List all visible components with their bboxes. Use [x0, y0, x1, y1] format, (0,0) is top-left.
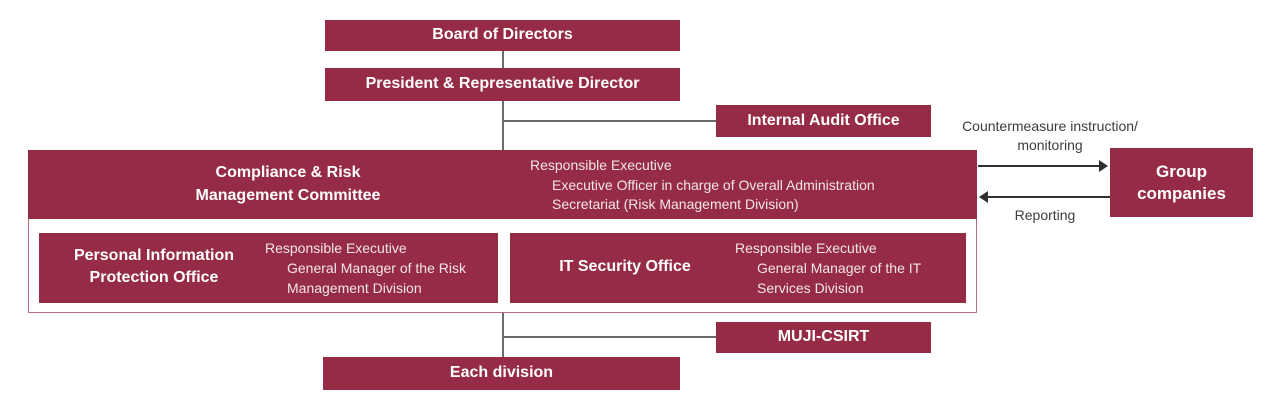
committee-exec-line3: Secretariat (Risk Management Division): [552, 196, 799, 212]
itso-exec-text: Responsible Executive General Manager of…: [735, 238, 921, 298]
personal-info-protection-office-title: Personal Information Protection Office: [54, 245, 254, 289]
pipo-exec-line1: Responsible Executive: [265, 240, 407, 256]
board-of-directors-box: Board of Directors: [325, 20, 680, 51]
itso-exec-line1: Responsible Executive: [735, 240, 877, 256]
arrow-to-group-companies-head: [1099, 160, 1108, 172]
arrow-from-group-companies-head: [979, 191, 988, 203]
itso-exec-line3: Services Division: [757, 280, 864, 296]
connector-committee-each-division: [502, 313, 504, 357]
group-companies-line2: companies: [1137, 183, 1226, 203]
committee-exec-line2: Executive Officer in charge of Overall A…: [552, 176, 875, 193]
each-division-label: Each division: [449, 364, 554, 382]
committee-title-line1: Compliance & Risk: [215, 164, 361, 181]
president-label: President & Representative Director: [365, 75, 640, 93]
countermeasure-label-line1: Countermeasure instruction/: [962, 118, 1138, 134]
muji-csirt-label: MUJI-CSIRT: [777, 328, 870, 346]
arrow-from-group-companies: [988, 196, 1110, 198]
internal-audit-office-label: Internal Audit Office: [747, 111, 900, 129]
pipo-title-line2: Protection Office: [89, 269, 219, 286]
internal-audit-office-box: Internal Audit Office: [716, 105, 931, 137]
president-box: President & Representative Director: [325, 68, 680, 101]
pipo-exec-text: Responsible Executive General Manager of…: [265, 238, 466, 298]
committee-exec-text: Responsible Executive Executive Officer …: [530, 156, 875, 215]
connector-to-muji-csirt: [503, 336, 716, 338]
countermeasure-label-line2: monitoring: [1017, 137, 1083, 153]
muji-csirt-box: MUJI-CSIRT: [716, 322, 931, 353]
reporting-label: Reporting: [1014, 207, 1076, 223]
connector-to-internal-audit: [503, 120, 716, 122]
personal-info-protection-office-box: Personal Information Protection Office R…: [39, 233, 498, 303]
committee-title: Compliance & Risk Management Committee: [48, 161, 528, 207]
itso-exec-line2: General Manager of the IT: [757, 260, 922, 276]
it-security-office-title: IT Security Office: [559, 258, 691, 275]
group-companies-line1: Group: [1156, 161, 1207, 181]
arrow-to-group-companies: [978, 165, 1100, 167]
committee-title-line2: Management Committee: [195, 187, 381, 204]
group-companies-box: Group companies: [1110, 148, 1253, 217]
pipo-exec-line2: General Manager of the Risk: [287, 260, 466, 276]
board-of-directors-label: Board of Directors: [432, 26, 573, 44]
connector-board-president: [502, 51, 504, 68]
pipo-title-line1: Personal Information: [73, 247, 235, 264]
committee-header: Compliance & Risk Management Committee R…: [28, 150, 977, 219]
committee-exec-line1: Responsible Executive: [530, 157, 672, 173]
each-division-box: Each division: [323, 357, 680, 390]
pipo-exec-line3: Management Division: [287, 280, 422, 296]
committee-container: Compliance & Risk Management Committee R…: [28, 150, 977, 313]
countermeasure-label: Countermeasure instruction/ monitoring: [928, 117, 1172, 155]
connector-president-committee: [502, 101, 504, 150]
it-security-office-box: IT Security Office Responsible Executive…: [510, 233, 966, 303]
